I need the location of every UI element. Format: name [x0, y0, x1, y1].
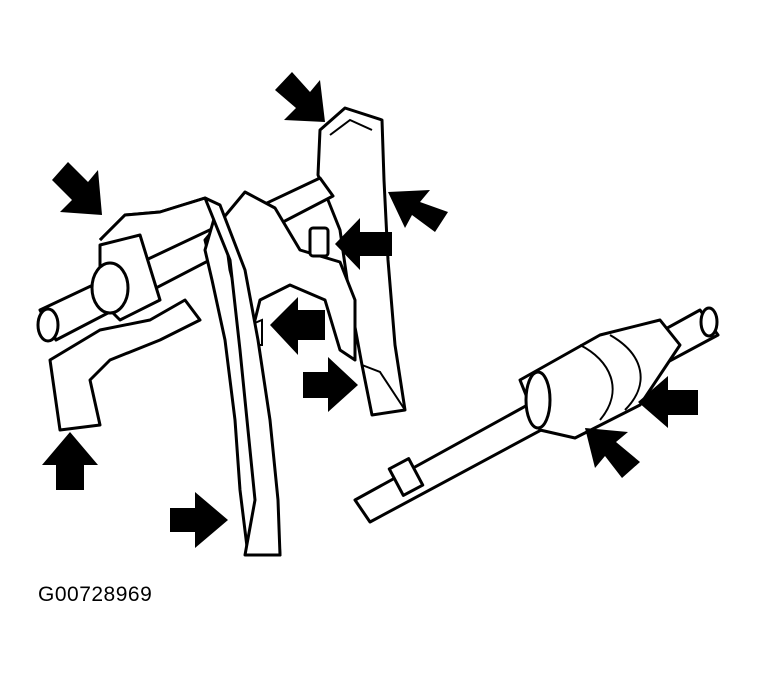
- arrow-up-7: [42, 432, 98, 490]
- selector-shaft: [353, 306, 720, 524]
- arrow-left-5: [270, 297, 325, 355]
- arrow-up-left-10: [585, 428, 640, 478]
- arrow-left-9: [638, 376, 698, 428]
- rear-shift-fork: [316, 106, 407, 417]
- arrow-right-8: [170, 492, 228, 548]
- arrow-down-right-1: [52, 162, 102, 215]
- figure-id-label: G00728969: [38, 583, 153, 606]
- front-shift-fork: [48, 196, 282, 557]
- arrow-right-6: [303, 357, 358, 412]
- arrow-left-3: [388, 190, 448, 232]
- callout-arrows: [42, 72, 698, 548]
- arrow-left-4: [335, 218, 392, 270]
- arrow-down-right-2: [275, 72, 325, 122]
